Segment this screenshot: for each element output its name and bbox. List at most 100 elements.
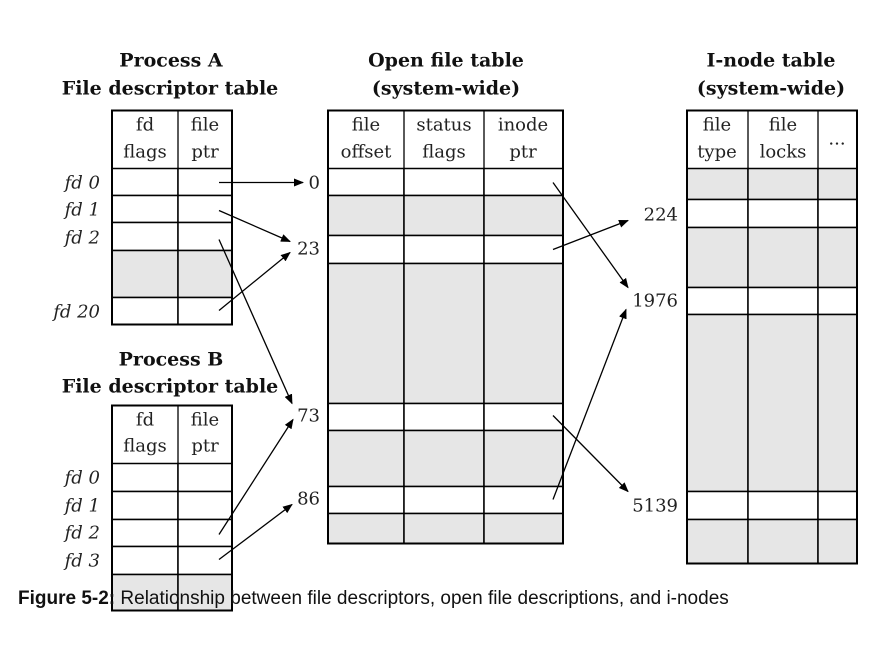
inode-gap-4 — [686, 518, 858, 565]
oft-gap-2-offset — [327, 262, 405, 405]
inode-row-1976-locks — [747, 286, 819, 316]
oft-row-73 — [327, 402, 564, 432]
process-b-row-fd0-ptr — [177, 462, 233, 493]
process-b-row-fd0-flags — [111, 462, 179, 493]
inode-gap-2-type — [686, 226, 749, 289]
inode-gap-4-type — [686, 518, 749, 565]
oft-gap-1-offset — [327, 194, 405, 237]
inode-index-224: 224 — [644, 205, 678, 226]
process-b-row-fd2-ptr — [177, 518, 233, 548]
inode-row-224 — [686, 198, 858, 229]
process-a-col-fd-flags-2: flags — [123, 142, 167, 163]
inode-gap-3-type — [686, 313, 749, 493]
oft-gap-3-offset — [327, 429, 405, 488]
process-a-row-fd1-ptr — [177, 194, 233, 224]
oft-row-0-offset — [327, 167, 405, 197]
inode-gap-2 — [686, 226, 858, 289]
figure-label: Figure 5-2: — [18, 588, 116, 609]
oft-index-86: 86 — [297, 489, 320, 510]
process-b-row-fd3-flags — [111, 545, 179, 576]
inode-gap-1-more — [817, 167, 858, 201]
inode-row-1976-type — [686, 286, 749, 316]
oft-gap-4-offset — [327, 512, 405, 545]
process-a-fd-table: Process A File descriptor table fd flags… — [51, 50, 278, 326]
process-b-fd3-label: fd 3 — [63, 551, 100, 572]
process-b-fd-table: Process B File descriptor table fd flags… — [62, 349, 279, 612]
inode-col-type-1: file — [703, 115, 731, 136]
oft-gap-2 — [327, 262, 564, 405]
oft-index-0: 0 — [309, 173, 320, 194]
inode-index-1976: 1976 — [632, 291, 678, 312]
oft-row-86-offset — [327, 485, 405, 515]
arrow-a-fd2-to-73 — [218, 239, 293, 405]
oft-row-23-inode — [483, 234, 564, 265]
inode-gap-1 — [686, 167, 858, 201]
oft-row-23-offset — [327, 234, 405, 265]
oft-col-status-1: status — [416, 115, 471, 136]
oft-gap-1-inode — [483, 194, 564, 237]
process-a-col-file-ptr-1: file — [191, 115, 219, 136]
oft-col-status-2: flags — [422, 142, 466, 163]
inode-row-5139-more — [817, 490, 858, 521]
process-b-row-gap-ptr — [177, 573, 233, 612]
open-file-table-subtitle: (system-wide) — [372, 78, 520, 100]
inode-table-subtitle: (system-wide) — [697, 78, 845, 100]
process-b-fd2-label: fd 2 — [63, 523, 100, 544]
inode-gap-1-type — [686, 167, 749, 201]
figure-caption-text: Relationship between file descriptors, o… — [120, 588, 729, 609]
oft-row-86 — [327, 485, 564, 515]
process-a-fd2-label: fd 2 — [63, 228, 100, 249]
oft-gap-1 — [327, 194, 564, 237]
oft-row-86-inode — [483, 485, 564, 515]
process-a-row-fd20-flags — [111, 296, 179, 326]
figure-caption: Figure 5-2: Relationship between file de… — [18, 588, 878, 610]
inode-row-1976 — [686, 286, 858, 316]
inode-gap-4-locks — [747, 518, 819, 565]
process-b-col-file-ptr-1: file — [191, 410, 219, 431]
arrow-b-fd3-to-86 — [218, 503, 293, 561]
arrow-oft23-to-224 — [552, 219, 629, 251]
process-a-fd1-label: fd 1 — [63, 200, 100, 221]
arrow-oft73-to-5139 — [552, 415, 629, 493]
pointer-arrows — [218, 178, 629, 561]
process-b-row-fd3-ptr — [177, 545, 233, 576]
process-a-table-border — [111, 109, 233, 326]
oft-col-inode-1: inode — [498, 115, 548, 136]
oft-gap-4-inode — [483, 512, 564, 545]
inode-row-224-locks — [747, 198, 819, 229]
inode-col-more: ... — [828, 129, 845, 150]
oft-gap-4 — [327, 512, 564, 545]
inode-table-border — [686, 109, 858, 565]
inode-gap-3 — [686, 313, 858, 493]
oft-row-73-inode — [483, 402, 564, 432]
arrow-b-fd2-to-73 — [218, 418, 294, 535]
open-file-table: Open file table (system-wide) file offse… — [297, 50, 564, 545]
oft-gap-2-inode — [483, 262, 564, 405]
process-a-row-fd1-flags — [111, 194, 179, 224]
oft-row-86-status — [403, 485, 485, 515]
inode-row-224-more — [817, 198, 858, 229]
inode-row-1976-more — [817, 286, 858, 316]
process-b-subtitle: File descriptor table — [62, 376, 279, 398]
inode-col-type-2: type — [697, 142, 737, 163]
arrow-oft86-to-1976 — [552, 308, 627, 500]
oft-row-73-status — [403, 402, 485, 432]
process-a-col-fd-flags-1: fd — [136, 115, 154, 136]
oft-gap-3-status — [403, 429, 485, 488]
inode-table-title: I-node table — [707, 50, 836, 72]
oft-index-73: 73 — [297, 406, 320, 427]
arrow-a-fd20-to-23 — [218, 251, 291, 312]
inode-row-5139 — [686, 490, 858, 521]
oft-gap-1-status — [403, 194, 485, 237]
process-a-row-fd20-ptr — [177, 296, 233, 326]
process-b-row-fd1-flags — [111, 490, 179, 521]
inode-gap-1-locks — [747, 167, 819, 201]
inode-row-5139-type — [686, 490, 749, 521]
inode-gap-3-locks — [747, 313, 819, 493]
process-b-col-fd-flags-1: fd — [136, 410, 154, 431]
open-file-table-border — [327, 109, 564, 545]
oft-gap-4-status — [403, 512, 485, 545]
arrow-a-fd1-to-23 — [218, 209, 291, 243]
process-a-row-fd0-flags — [111, 167, 179, 197]
